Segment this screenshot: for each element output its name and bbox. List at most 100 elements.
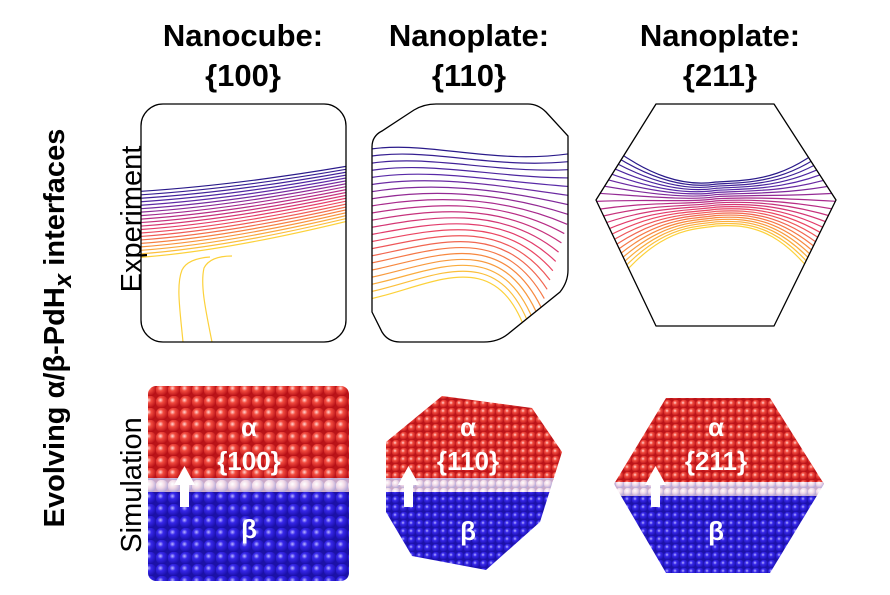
column-title-nanoplate-110: Nanoplate: {110}	[366, 16, 572, 96]
interface-line	[141, 180, 346, 214]
interface-line	[372, 223, 557, 262]
interface-line	[372, 211, 562, 244]
interface-line	[596, 214, 836, 274]
interface-line	[596, 222, 836, 310]
interface-line	[596, 218, 836, 292]
beta-label: β	[708, 516, 724, 546]
interface-lines	[372, 146, 568, 342]
column-title-line1: Nanoplate:	[388, 18, 550, 53]
interface-line	[596, 174, 836, 195]
interface-line	[372, 217, 559, 253]
interface-line	[596, 165, 836, 193]
interface-line	[141, 194, 346, 231]
interface-line	[178, 256, 211, 342]
alpha-label: α	[460, 412, 476, 442]
interface-line	[596, 208, 836, 247]
interface-line	[596, 156, 836, 191]
interface-region	[148, 478, 349, 492]
interface-line	[372, 167, 568, 179]
interface-line	[372, 246, 545, 299]
interface-line	[141, 200, 346, 238]
interface-line	[596, 129, 836, 184]
interface-line	[202, 255, 233, 342]
interface-line	[372, 241, 548, 290]
interface-line	[372, 229, 554, 272]
interface-line	[372, 258, 540, 318]
interface-line	[141, 174, 346, 207]
interface-line	[596, 205, 836, 238]
interface-line	[372, 205, 565, 235]
interface-line	[372, 270, 534, 336]
interface-line	[596, 216, 836, 283]
interface-line	[596, 225, 836, 319]
interface-line	[596, 147, 836, 189]
interface-line	[596, 138, 836, 186]
interface-lines	[596, 129, 836, 319]
interface-line	[372, 252, 542, 309]
beta-label: β	[241, 514, 257, 544]
column-title-line1: Nanoplate:	[639, 18, 801, 53]
experiment-panel-nanocube	[140, 103, 347, 343]
interface-line	[372, 173, 568, 188]
interface-region	[386, 478, 562, 494]
interface-line	[372, 235, 551, 281]
interface-line	[372, 180, 568, 198]
interface-region	[614, 482, 824, 496]
interface-line	[141, 191, 346, 228]
interface-line	[596, 192, 836, 199]
interface-line	[372, 146, 568, 158]
alpha-label: α	[708, 412, 724, 442]
column-title-line2: {100}	[205, 58, 281, 93]
alpha-region	[148, 386, 349, 478]
beta-label: β	[460, 516, 476, 546]
interface-line	[372, 276, 531, 342]
interface-line	[141, 208, 346, 249]
column-title-line1: Nanocube:	[162, 18, 324, 53]
interface-line	[141, 217, 346, 259]
interface-line	[372, 264, 537, 327]
facet-label: {100}	[217, 446, 281, 476]
interface-line	[141, 188, 346, 224]
interface-lines	[141, 163, 346, 342]
interface-line	[141, 166, 346, 197]
interface-line	[141, 171, 346, 204]
interface-line	[141, 211, 346, 252]
alpha-label: α	[241, 412, 257, 442]
interface-line	[596, 212, 836, 265]
interface-line	[141, 214, 346, 256]
interface-line	[596, 210, 836, 256]
interface-line	[596, 201, 836, 221]
interface-line	[372, 192, 568, 216]
experiment-panel-nanoplate-211	[595, 103, 837, 327]
particle-outline	[595, 103, 837, 327]
column-title-line2: {211}	[682, 58, 758, 93]
interface-line	[372, 160, 568, 171]
interface-line	[372, 153, 568, 164]
facet-label: {110}	[437, 446, 499, 476]
interface-line	[596, 220, 836, 301]
interface-line	[596, 197, 836, 203]
facet-label: {211}	[685, 446, 747, 476]
interface-line	[141, 163, 346, 193]
interface-line	[141, 183, 346, 217]
column-title-nanocube: Nanocube: {100}	[140, 16, 346, 96]
interface-line	[141, 186, 346, 221]
column-title-line2: {110}	[431, 58, 507, 93]
interface-line	[141, 206, 346, 245]
particle-outline	[371, 103, 569, 343]
interface-line	[141, 203, 346, 242]
interface-line	[141, 177, 346, 210]
up-arrow-icon	[174, 466, 195, 507]
particle-outline	[140, 103, 347, 343]
interface-line	[372, 199, 568, 225]
interface-line	[596, 199, 836, 212]
interface-line	[141, 169, 346, 200]
experiment-panel-nanoplate-110	[371, 103, 569, 343]
up-arrow-icon	[645, 466, 666, 507]
interface-line	[596, 203, 836, 230]
interface-line	[596, 183, 836, 197]
column-title-nanoplate-211: Nanoplate: {211}	[614, 16, 826, 96]
up-arrow-icon	[398, 466, 419, 507]
